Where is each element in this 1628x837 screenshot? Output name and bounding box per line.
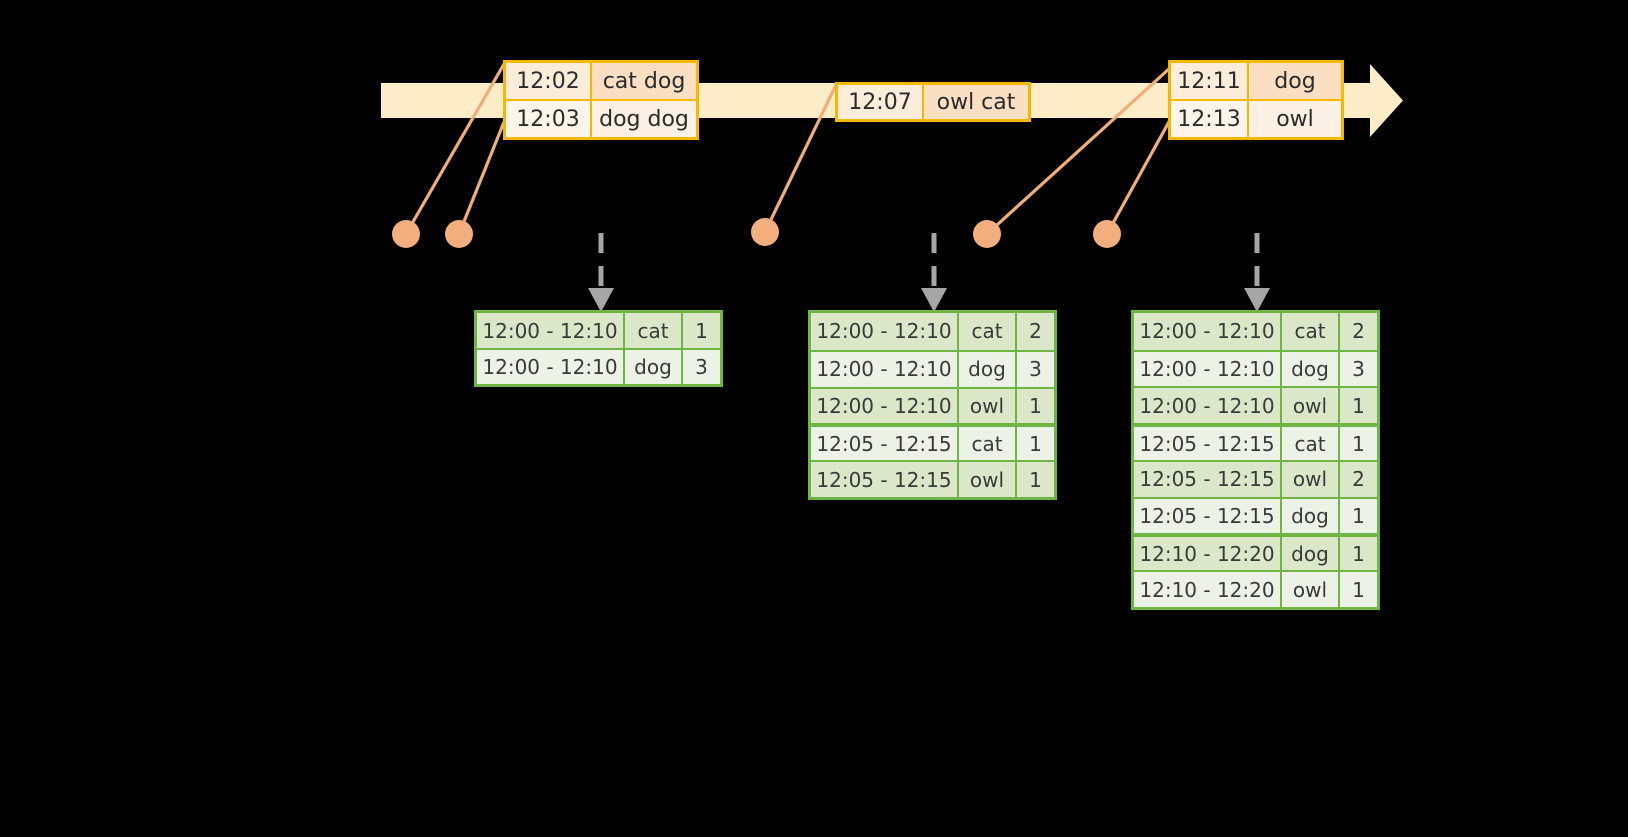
event-box-2[interactable]: 12:07 owl cat [835,82,1031,122]
connector-line-3 [763,84,838,233]
cell-word: owl [1280,461,1338,497]
result-table-1[interactable]: 12:00 - 12:10 cat 1 12:00 - 12:10 dog 3 [474,310,723,387]
connector-dot-2 [445,220,473,248]
table-row[interactable]: 12:00 - 12:10 cat 1 [477,313,720,349]
dashed-arrow-head-1 [588,288,614,312]
result-table-2[interactable]: 12:00 - 12:10 cat 2 12:00 - 12:10 dog 3 … [808,310,1057,500]
connector-dot-1 [392,220,420,248]
result-table-3[interactable]: 12:00 - 12:10 cat 2 12:00 - 12:10 dog 3 … [1131,310,1380,610]
table-row[interactable]: 12:00 - 12:10 dog 3 [811,349,1054,387]
cell-window: 12:00 - 12:10 [477,350,623,384]
table-row[interactable]: 12:00 - 12:10 owl 1 [1134,386,1377,424]
event-row[interactable]: 12:02 cat dog [506,63,696,99]
connector-dot-3 [751,218,779,246]
table-row[interactable]: 12:05 - 12:15 owl 2 [1134,459,1377,497]
cell-count: 3 [1015,351,1054,387]
cell-window: 12:00 - 12:10 [1134,351,1280,387]
event-words: dog dog [592,101,696,137]
event-words: owl [1249,101,1341,137]
cell-word: dog [1280,351,1338,387]
dashed-arrow-head-2 [921,288,947,312]
dashed-arrows [598,233,1260,294]
event-time: 12:07 [838,85,924,119]
cell-window: 12:05 - 12:15 [1134,498,1280,534]
cell-count: 1 [1338,572,1377,608]
cell-word: owl [957,462,1015,497]
event-time: 12:02 [506,63,592,99]
cell-count: 1 [1338,388,1377,424]
cell-window: 12:00 - 12:10 [1134,388,1280,424]
cell-count: 1 [1338,427,1377,460]
cell-count: 2 [1338,313,1377,350]
event-row[interactable]: 12:07 owl cat [838,85,1028,119]
cell-word: cat [957,427,1015,461]
cell-word: dog [957,351,1015,387]
event-box-3[interactable]: 12:11 dog 12:13 owl [1168,60,1344,140]
cell-word: owl [1280,572,1338,608]
cell-window: 12:10 - 12:20 [1134,537,1280,571]
table-row[interactable]: 12:00 - 12:10 cat 2 [811,313,1054,350]
cell-count: 1 [1015,462,1054,497]
table-row[interactable]: 12:00 - 12:10 owl 1 [811,386,1054,424]
event-box-1[interactable]: 12:02 cat dog 12:03 dog dog [503,60,699,140]
table-row[interactable]: 12:10 - 12:20 owl 1 [1134,570,1377,608]
table-row[interactable]: 12:00 - 12:10 dog 3 [1134,349,1377,387]
cell-window: 12:00 - 12:10 [1134,313,1280,350]
cell-count: 3 [1338,351,1377,387]
dashed-arrow-heads [588,288,1270,312]
cell-word: cat [957,313,1015,350]
event-words: cat dog [592,63,696,99]
event-words: dog [1249,63,1341,99]
cell-word: cat [623,313,681,349]
cell-word: dog [1280,498,1338,534]
cell-count: 2 [1015,313,1054,350]
cell-word: dog [1280,537,1338,571]
event-row[interactable]: 12:03 dog dog [506,99,696,137]
event-words: owl cat [924,85,1028,119]
table-row[interactable]: 12:00 - 12:10 cat 2 [1134,313,1377,350]
table-row[interactable]: 12:05 - 12:15 dog 1 [1134,496,1377,534]
cell-window: 12:05 - 12:15 [811,462,957,497]
dashed-arrow-head-3 [1244,288,1270,312]
cell-count: 1 [1338,537,1377,571]
event-time: 12:03 [506,101,592,137]
cell-count: 1 [1015,388,1054,424]
table-row[interactable]: 12:05 - 12:15 cat 1 [811,423,1054,461]
cell-word: owl [1280,388,1338,424]
cell-window: 12:05 - 12:15 [1134,461,1280,497]
cell-window: 12:00 - 12:10 [811,388,957,424]
cell-word: dog [623,350,681,384]
cell-window: 12:00 - 12:10 [477,313,623,349]
cell-word: cat [1280,313,1338,350]
connector-line-2 [457,121,506,235]
cell-word: owl [957,388,1015,424]
cell-count: 1 [1015,427,1054,461]
table-row[interactable]: 12:10 - 12:20 dog 1 [1134,533,1377,571]
cell-window: 12:05 - 12:15 [1134,427,1280,460]
connector-line-5 [1105,119,1172,235]
cell-window: 12:05 - 12:15 [811,427,957,461]
table-row[interactable]: 12:00 - 12:10 dog 3 [477,348,720,384]
cell-count: 1 [681,313,720,349]
connector-line-1 [404,63,506,235]
connector-dot-4 [973,220,1001,248]
event-row[interactable]: 12:11 dog [1171,63,1341,99]
connector-dot-5 [1093,220,1121,248]
connector-dots [392,218,1121,248]
table-row[interactable]: 12:05 - 12:15 owl 1 [811,460,1054,497]
cell-word: cat [1280,427,1338,460]
event-time: 12:11 [1171,63,1249,99]
cell-count: 2 [1338,461,1377,497]
event-time: 12:13 [1171,101,1249,137]
cell-count: 3 [681,350,720,384]
cell-count: 1 [1338,498,1377,534]
table-row[interactable]: 12:05 - 12:15 cat 1 [1134,423,1377,460]
cell-window: 12:00 - 12:10 [811,351,957,387]
cell-window: 12:10 - 12:20 [1134,572,1280,608]
cell-window: 12:00 - 12:10 [811,313,957,350]
event-row[interactable]: 12:13 owl [1171,99,1341,137]
